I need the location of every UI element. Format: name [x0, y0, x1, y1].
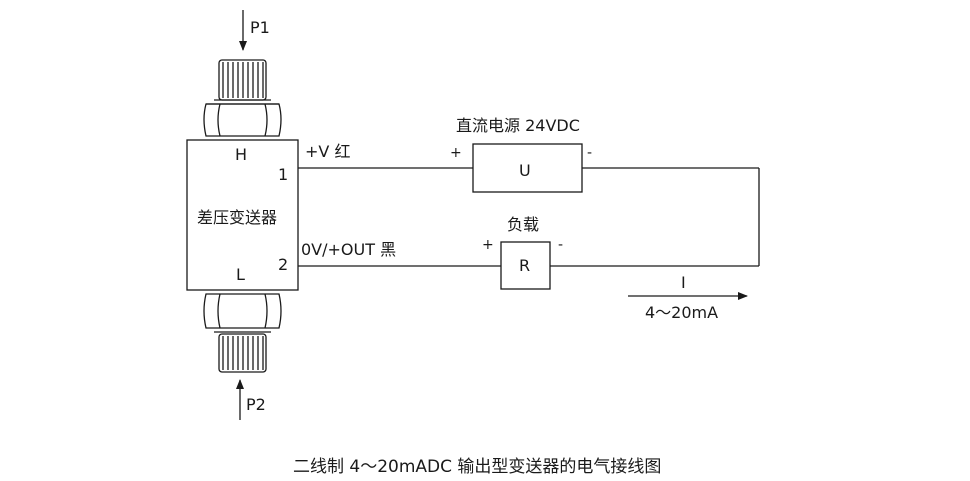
- power-supply-symbol: U: [519, 161, 531, 180]
- bottom-fitting: [203, 293, 282, 373]
- load-symbol: R: [519, 256, 530, 275]
- load-plus: +: [482, 237, 494, 253]
- power-supply-plus: +: [450, 145, 462, 161]
- power-supply-box: [472, 143, 583, 193]
- transmitter-name: 差压变送器: [197, 208, 277, 227]
- terminal-2-label: 2: [278, 255, 288, 274]
- load-minus: -: [558, 237, 563, 253]
- p1-label: P1: [250, 18, 270, 37]
- wire-positive-label: +V 红: [305, 142, 350, 161]
- wiring: [298, 167, 760, 267]
- p2-label: P2: [246, 395, 266, 414]
- terminal-1-label: 1: [278, 165, 288, 184]
- load-title: 负载: [507, 215, 539, 234]
- current-symbol: I: [681, 273, 686, 292]
- transmitter-body: [186, 139, 299, 291]
- power-supply-title: 直流电源 24VDC: [456, 116, 580, 135]
- diagram-caption: 二线制 4～20mADC 输出型变送器的电气接线图: [293, 457, 661, 477]
- power-supply-minus: -: [587, 145, 592, 161]
- top-fitting: [203, 59, 282, 137]
- low-port-label: L: [236, 265, 245, 284]
- current-range: 4～20mA: [645, 303, 718, 322]
- load-box: [500, 241, 551, 290]
- high-port-label: H: [235, 145, 247, 164]
- wire-output-label: 0V/+OUT 黑: [301, 240, 396, 259]
